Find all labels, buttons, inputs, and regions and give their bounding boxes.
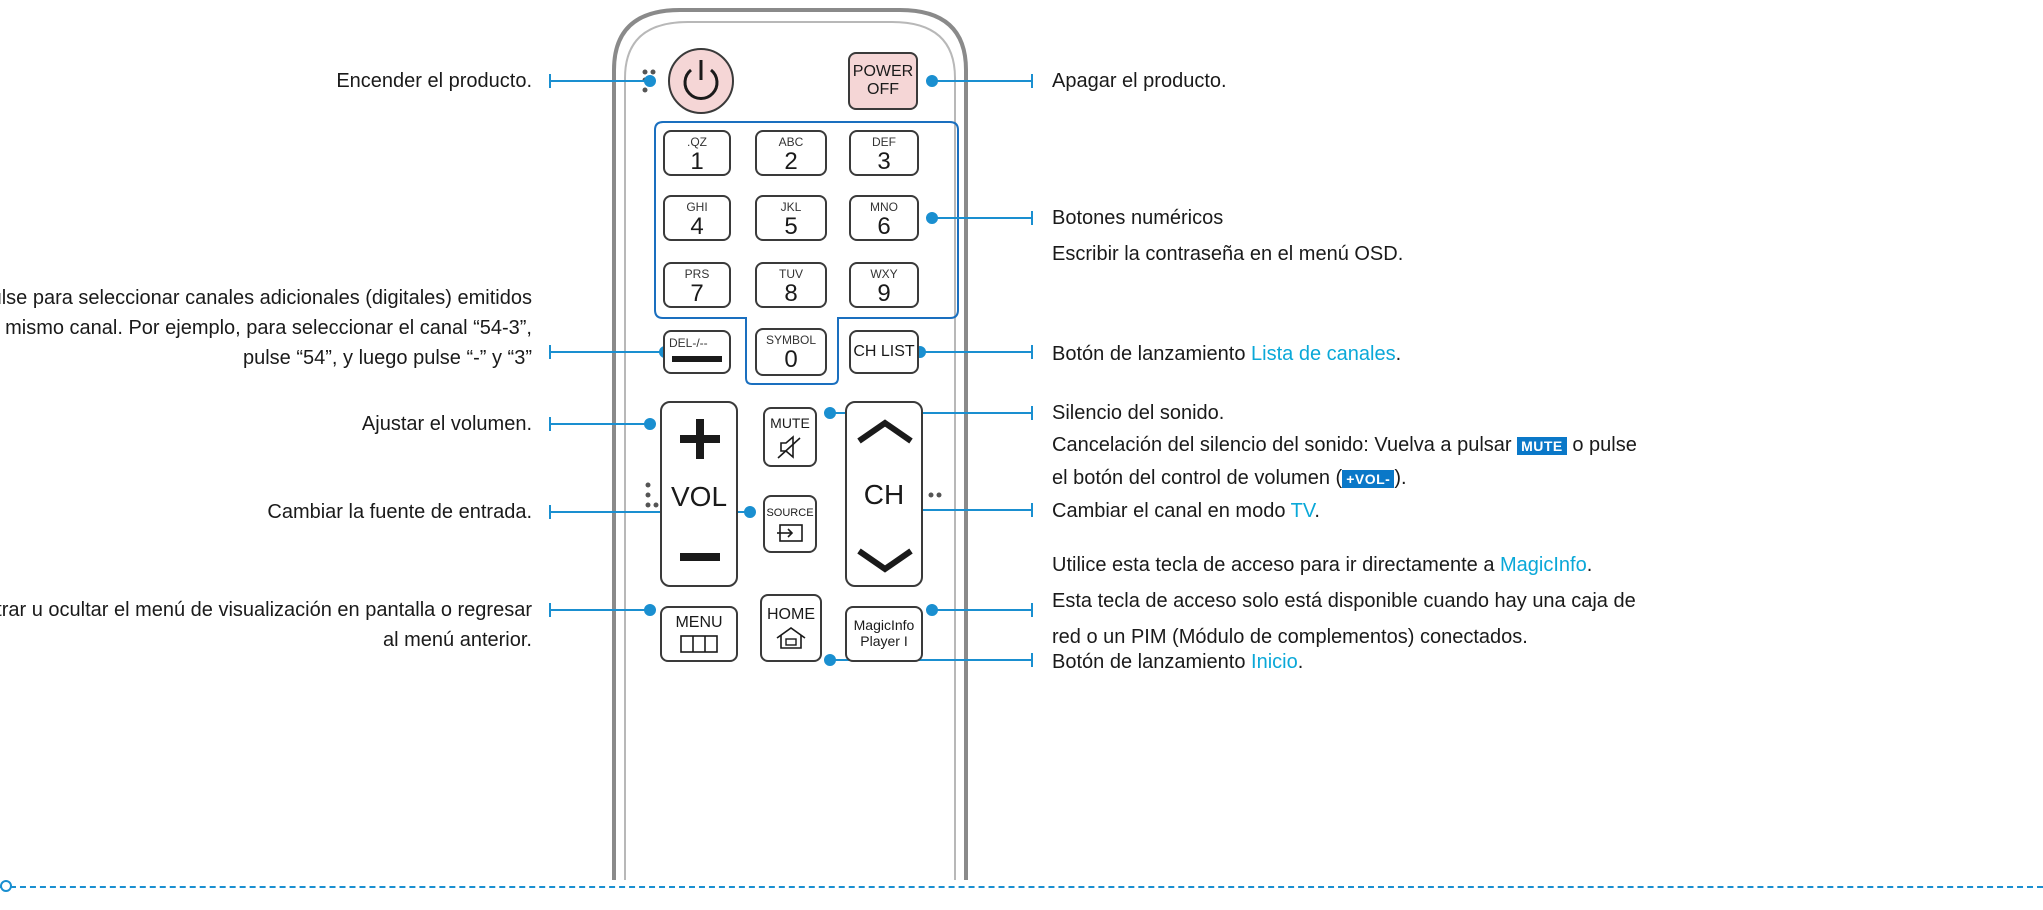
- ch-list-button[interactable]: CH LIST: [849, 330, 919, 374]
- numeric-group-outline: [654, 121, 959, 385]
- input-source-icon: [777, 524, 803, 542]
- note-divider: [0, 886, 2043, 888]
- del-button[interactable]: DEL-/--: [663, 330, 731, 374]
- callout-channel: Cambiar el canal en modo TV.: [1052, 500, 1320, 522]
- callout-ch-list: Botón de lanzamiento Lista de canales.: [1052, 343, 1402, 365]
- callout-volume: Ajustar el volumen.: [361, 413, 532, 435]
- volume-rocker[interactable]: VOL: [660, 401, 738, 587]
- del-label: DEL-/--: [669, 336, 708, 350]
- callout-numeric: Botones numéricos Escribir la contraseña…: [1052, 207, 1404, 265]
- minus-icon: [680, 553, 720, 561]
- chevron-up-icon: [857, 419, 913, 444]
- power-off-label-line1: POWER: [852, 63, 914, 80]
- vol-tag: +VOL-: [1342, 470, 1395, 488]
- callout-mute: Silencio del sonido. Cancelación del sil…: [1052, 402, 1637, 489]
- remote-body-inner: [624, 21, 956, 665]
- magicinfo-player-button[interactable]: MagicInfo Player I: [845, 606, 923, 662]
- tv-link[interactable]: TV: [1290, 500, 1315, 522]
- callout-del: Pulse para seleccionar canales adicional…: [0, 287, 532, 369]
- callout-power-off: Apagar el producto.: [1052, 70, 1227, 92]
- channel-rocker[interactable]: CH: [845, 401, 923, 587]
- menu-button[interactable]: MENU: [660, 606, 738, 662]
- callout-home: Botón de lanzamiento Inicio.: [1052, 651, 1304, 673]
- callout-power-on: Encender el producto.: [336, 70, 532, 92]
- source-button[interactable]: SOURCE: [763, 495, 817, 553]
- lista-de-canales-link[interactable]: Lista de canales: [1251, 343, 1396, 365]
- home-button[interactable]: HOME: [760, 594, 822, 662]
- mute-button[interactable]: MUTE: [763, 407, 817, 467]
- inicio-link[interactable]: Inicio: [1251, 651, 1298, 673]
- ch-label: CH: [863, 479, 905, 510]
- menu-grid-icon: [680, 635, 718, 653]
- vol-label: VOL: [670, 481, 728, 512]
- note-pin-icon: [0, 880, 12, 892]
- home-icon: [776, 627, 806, 649]
- magicinfo-link[interactable]: MagicInfo: [1500, 554, 1587, 576]
- remote-body-outer: [612, 8, 968, 665]
- power-icon: [683, 60, 719, 100]
- key-0-symbol[interactable]: SYMBOL 0: [755, 328, 827, 376]
- dash-icon: [672, 356, 722, 362]
- power-off-button[interactable]: POWER OFF: [848, 52, 918, 110]
- mute-speaker-icon: [777, 435, 801, 459]
- power-off-label-line2: OFF: [867, 81, 899, 98]
- callout-magicinfo: Utilice esta tecla de acceso para ir dir…: [1052, 554, 1636, 648]
- callout-source: Cambiar la fuente de entrada.: [267, 501, 532, 523]
- mute-tag: MUTE: [1517, 437, 1567, 455]
- chevron-down-icon: [857, 548, 913, 573]
- power-on-button[interactable]: [668, 48, 734, 114]
- callout-menu: Mostrar u ocultar el menú de visualizaci…: [0, 599, 532, 651]
